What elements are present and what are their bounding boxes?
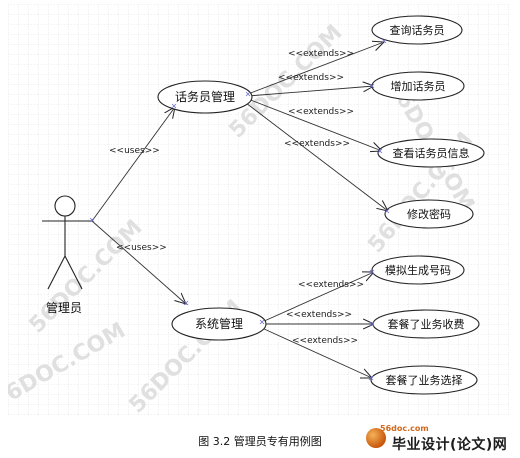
- brand-site: 56doc.com: [380, 424, 429, 433]
- extends-label: <<extends>>: [284, 139, 350, 149]
- extends-label: <<extends>>: [288, 49, 354, 59]
- extends-label: <<extends>>: [298, 280, 364, 290]
- connection-markers: [89, 38, 390, 381]
- extends-label: <<extends>>: [292, 336, 358, 346]
- svg-text:增加话务员: 增加话务员: [391, 79, 446, 93]
- actor-figure: [42, 195, 92, 290]
- svg-text:查看话务员信息: 查看话务员信息: [393, 146, 470, 160]
- usecase-view-operator-info: 查看话务员信息: [377, 138, 485, 168]
- brand-name: 毕业设计(论文)网: [392, 437, 508, 453]
- svg-text:查询话务员: 查询话务员: [390, 23, 445, 37]
- extends-label: <<extends>>: [286, 310, 352, 320]
- usecase-package-billing: 套餐了业务收费: [372, 309, 480, 339]
- svg-text:模拟生成号码: 模拟生成号码: [385, 263, 451, 277]
- module-label: 话务员管理: [175, 89, 235, 104]
- svg-text:套餐了业务选择: 套餐了业务选择: [386, 373, 463, 387]
- svg-text:修改密码: 修改密码: [407, 207, 451, 221]
- extends-relations-system: [261, 272, 374, 378]
- usecase-package-selection: 套餐了业务选择: [370, 365, 478, 395]
- uses-relations: [91, 107, 186, 304]
- module-label: 系统管理: [195, 316, 243, 331]
- use-case-diagram: 56DOC.COM 56DOC.COM 56DOC.COM 56DOC.COM …: [8, 4, 510, 416]
- uses-line-operator: [91, 107, 175, 222]
- module-system: 系统管理: [171, 307, 267, 341]
- svg-text:套餐了业务收费: 套餐了业务收费: [388, 317, 465, 331]
- module-operator: 话务员管理: [157, 80, 253, 114]
- usecase-change-password: 修改密码: [384, 199, 474, 229]
- extends-label: <<extends>>: [278, 73, 344, 83]
- uses-label-operator: <<uses>>: [109, 146, 160, 156]
- uses-label-system: <<uses>>: [116, 243, 167, 253]
- usecase-query-operator: 查询话务员: [371, 15, 463, 45]
- extends-label: <<extends>>: [288, 107, 354, 117]
- figure-caption: 图 3.2 管理员专有用例图: [198, 435, 322, 448]
- site-brand: 56doc.com 毕业设计(论文)网: [356, 424, 520, 454]
- usecase-add-operator: 增加话务员: [371, 71, 465, 101]
- brand-logo-icon: [366, 428, 386, 448]
- usecase-generate-numbers: 模拟生成号码: [371, 255, 465, 285]
- actor-label: 管理员: [46, 300, 82, 315]
- extends-relations-operator: [245, 42, 388, 211]
- uses-line-system: [91, 220, 186, 304]
